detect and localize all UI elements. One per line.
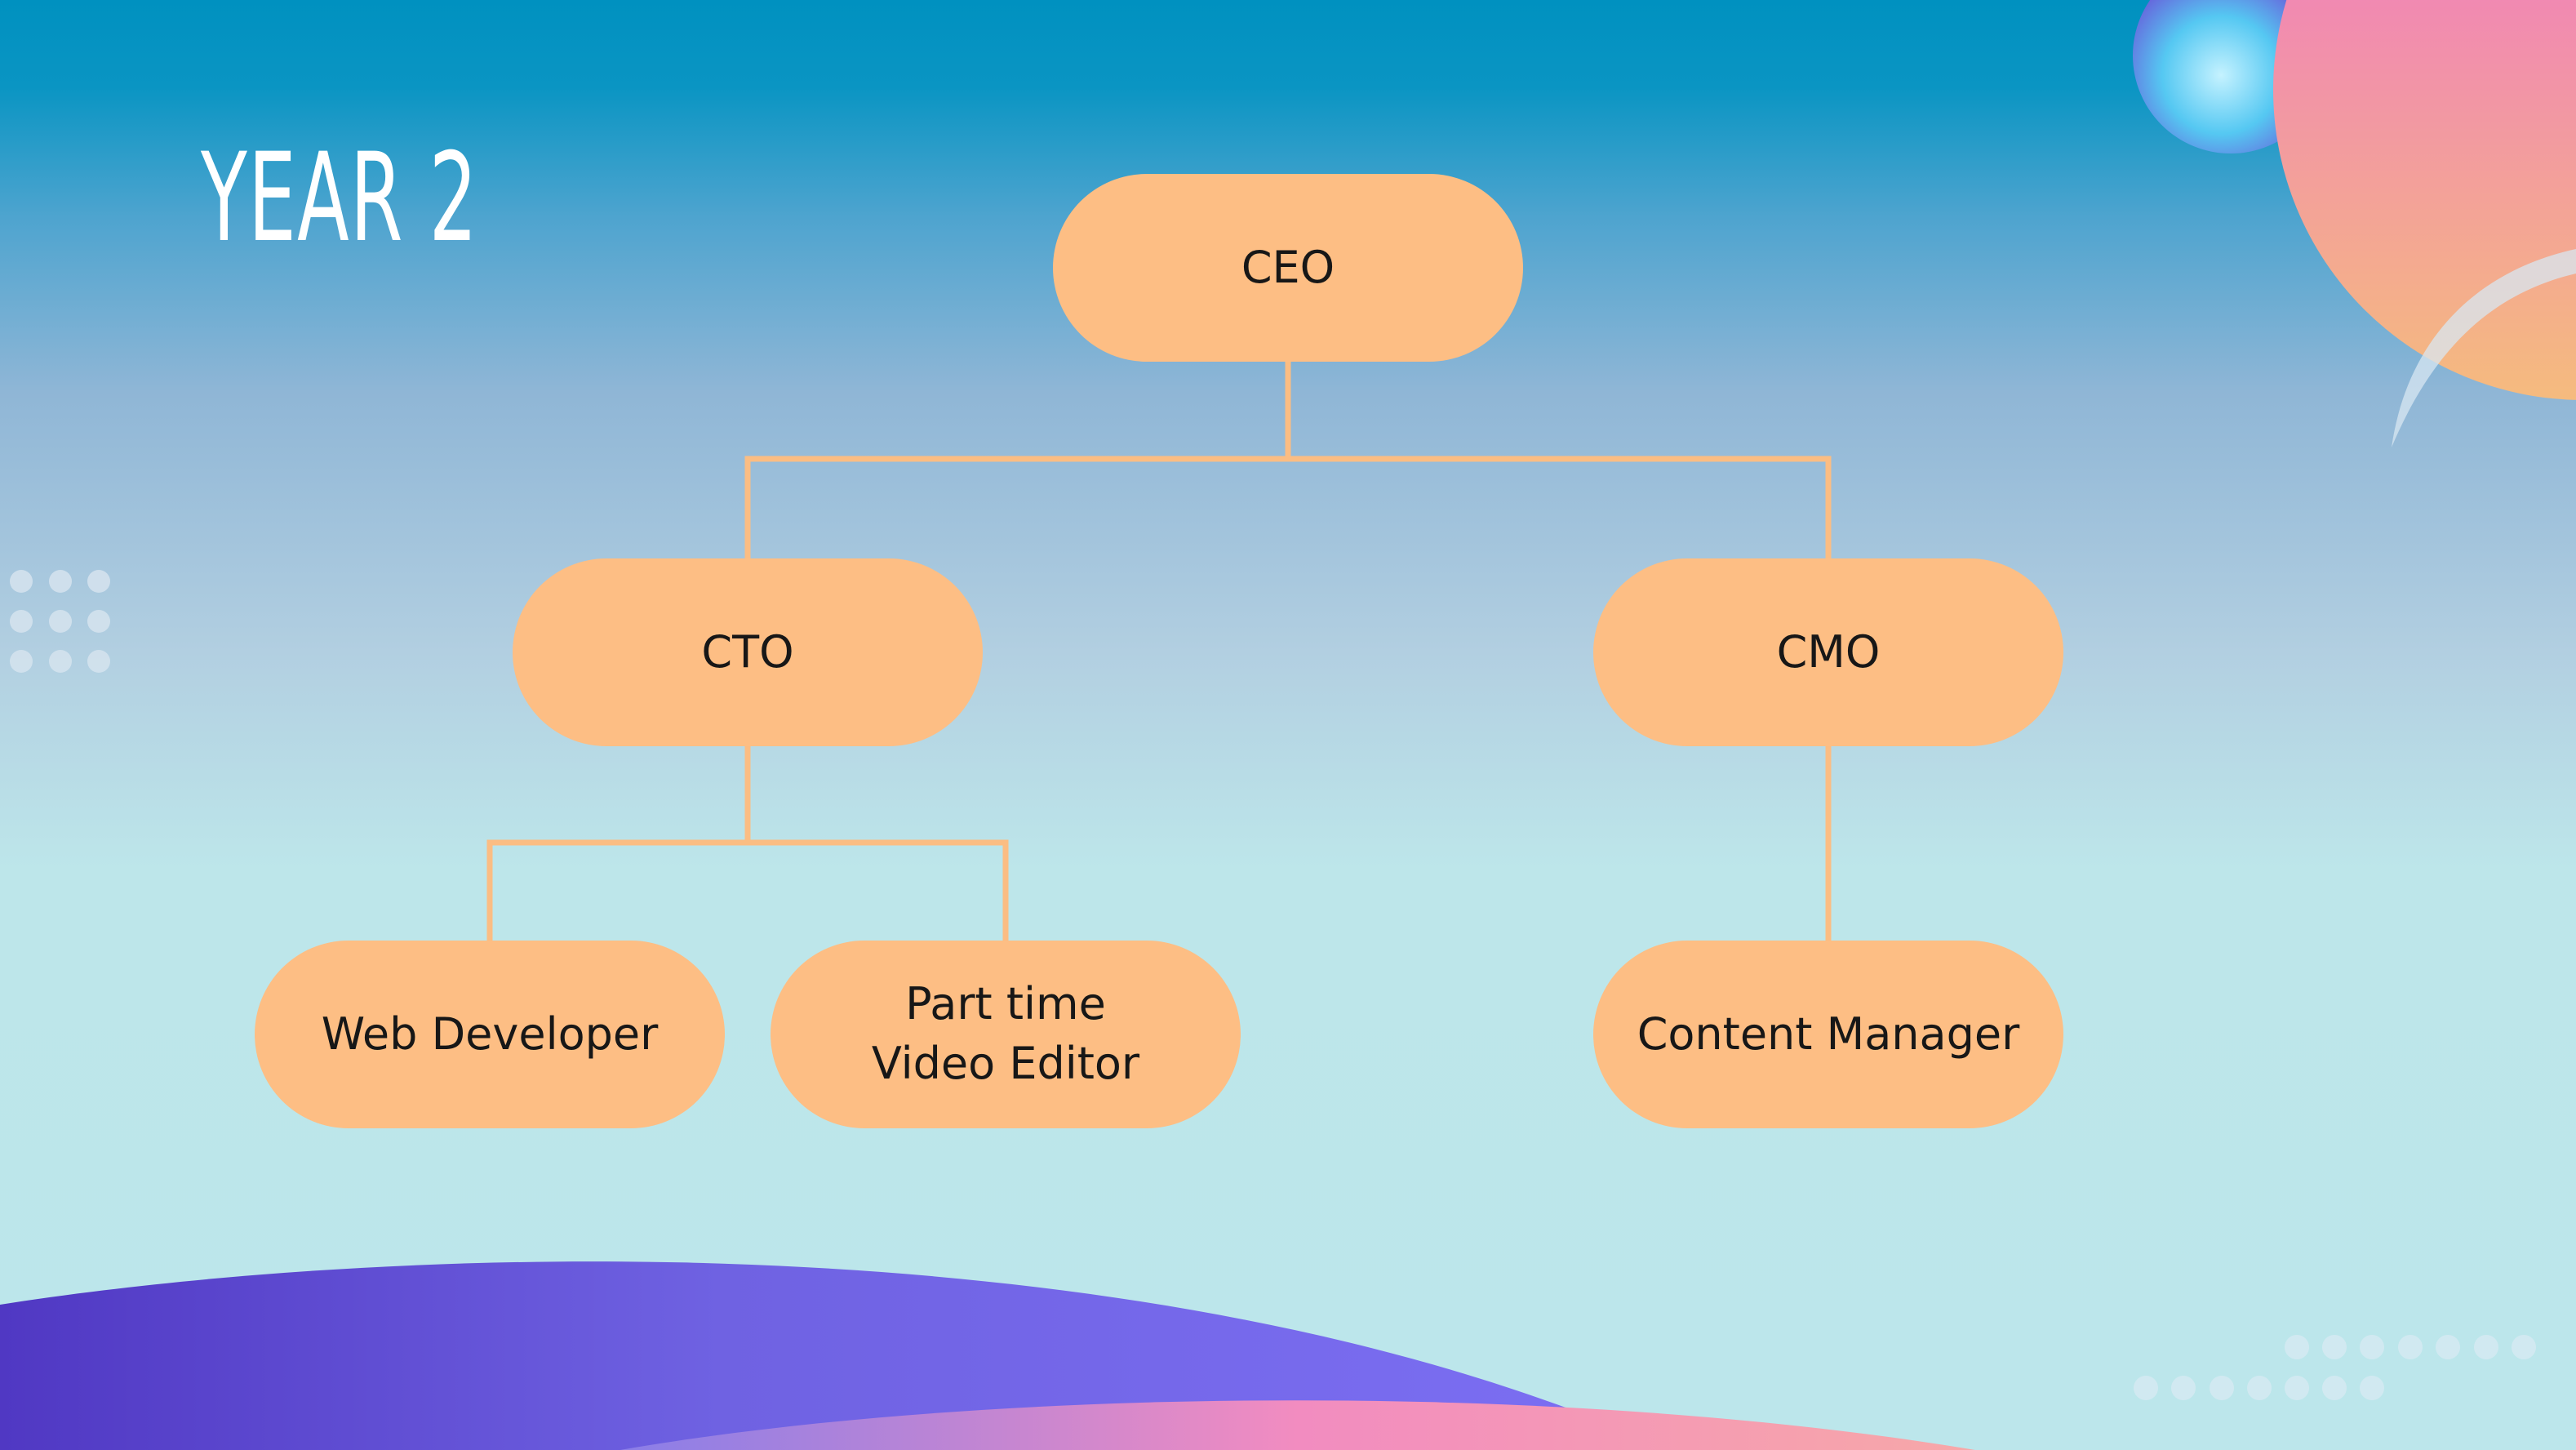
slide-title: YEAR 2 — [201, 127, 478, 269]
node-ceo: CEO — [1053, 174, 1523, 362]
connector-ceo-cto — [744, 362, 1291, 558]
node-content-manager: Content Manager — [1593, 941, 2063, 1128]
light-arc — [2392, 249, 2576, 447]
dot-grid-bottom-right — [2134, 1335, 2536, 1400]
connector-cto-video-editor — [748, 839, 1009, 941]
dot-grid-left — [10, 570, 110, 673]
connector-cto-web-developer — [486, 746, 751, 941]
node-web-developer: Web Developer — [255, 941, 725, 1128]
node-cmo: CMO — [1593, 558, 2063, 746]
connector-ceo-cmo — [1288, 456, 1832, 558]
node-cto: CTO — [513, 558, 983, 746]
node-part-time-video-editor: Part time Video Editor — [771, 941, 1241, 1128]
pink-wave — [620, 1400, 1975, 1450]
